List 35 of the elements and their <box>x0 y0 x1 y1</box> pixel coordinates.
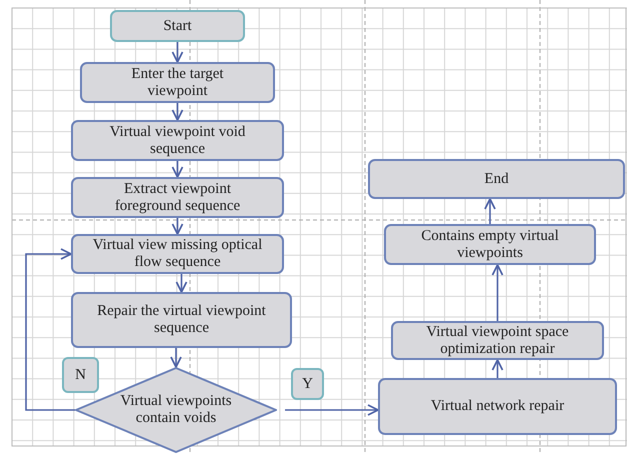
process-box <box>384 224 596 265</box>
node-label: Start <box>162 18 193 34</box>
node-label: Virtual viewpoint space optimization repair <box>425 324 570 358</box>
edge-label: N <box>62 357 99 393</box>
arrow <box>285 404 379 416</box>
process-box <box>71 292 292 348</box>
process-box <box>71 120 284 161</box>
arrow <box>25 248 75 411</box>
node-label: Enter the target viewpoint <box>130 66 225 100</box>
process-box <box>71 177 284 218</box>
arrow <box>172 218 184 235</box>
node-label: Virtual viewpoint void sequence <box>108 124 246 158</box>
end-terminal <box>368 159 625 199</box>
node-label: Extract viewpoint foreground sequence <box>114 180 242 214</box>
process-box <box>71 234 284 274</box>
arrow <box>172 42 184 63</box>
edge-label: Y <box>291 368 324 400</box>
node-label: Virtual network repair <box>430 398 566 415</box>
decision-diamond <box>75 367 277 453</box>
node-label: Virtual view missing optical flow sequence <box>92 237 264 271</box>
node-label: Contains empty virtual viewpoints <box>420 228 560 262</box>
arrow <box>170 348 182 368</box>
process-box <box>391 321 604 360</box>
arrow <box>492 264 504 321</box>
arrow <box>484 198 496 224</box>
process-box <box>378 378 617 435</box>
node-label: End <box>483 170 510 188</box>
start-terminal <box>110 10 245 42</box>
node-label: Repair the virtual viewpoint sequence <box>96 303 267 337</box>
arrow <box>492 359 504 378</box>
arrow <box>172 103 184 121</box>
process-box <box>80 62 275 103</box>
arrow <box>176 274 188 293</box>
node-label: Virtual viewpoints contain voids <box>119 393 233 427</box>
arrow <box>172 161 184 178</box>
